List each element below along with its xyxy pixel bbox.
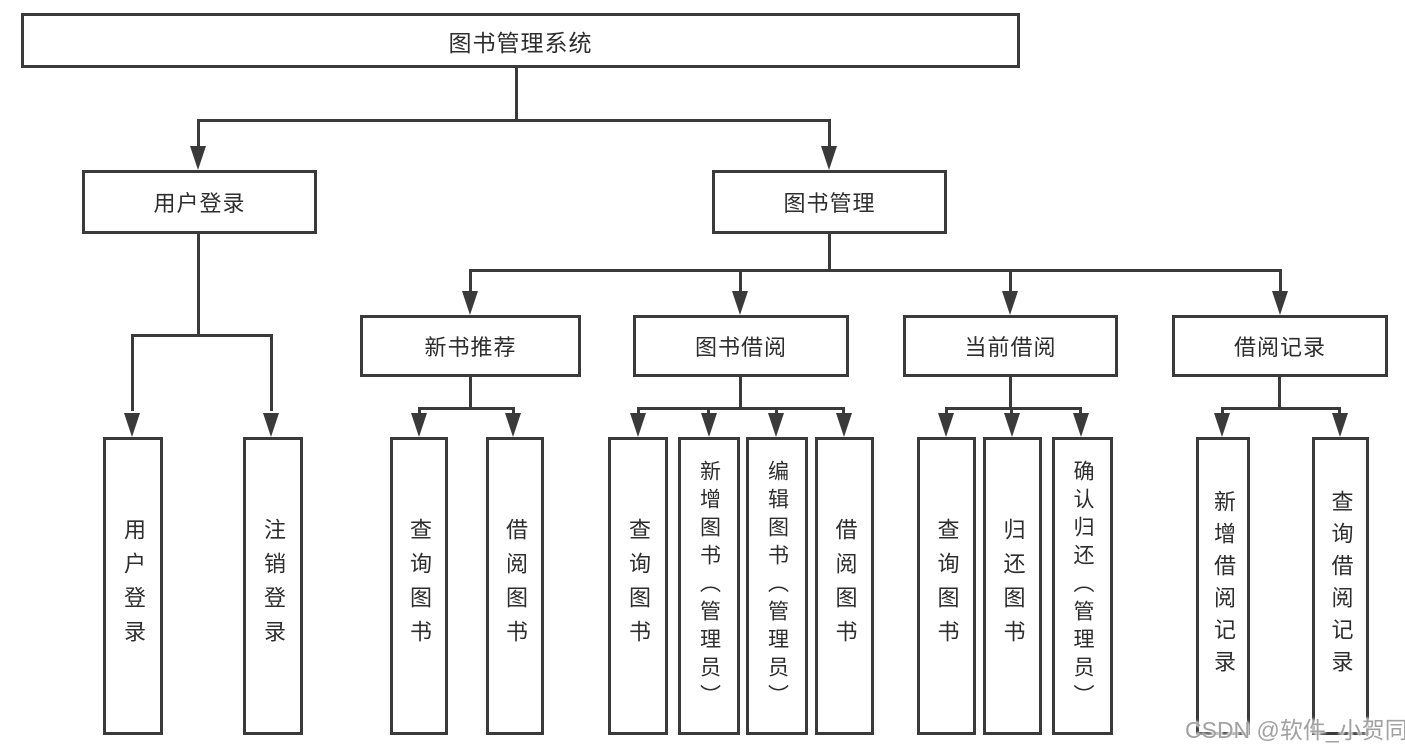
leaf-borrow-books-b-label: 借阅图书 <box>832 518 858 654</box>
leaf-return-books-label: 归还图书 <box>1000 518 1026 654</box>
connector-line <box>739 269 742 293</box>
arrow-down-icon <box>1214 413 1230 437</box>
leaf-user-login: 用户登录 <box>103 437 163 735</box>
leaf-query-books-c-label: 查询图书 <box>934 518 960 654</box>
arrow-down-icon <box>768 413 784 437</box>
leaf-query-books-b-label: 查询图书 <box>626 518 651 654</box>
connector-line <box>469 377 472 409</box>
leaf-query-books-b: 查询图书 <box>608 437 668 735</box>
connector-line <box>270 334 273 411</box>
arrow-down-icon <box>505 413 521 437</box>
connector-line <box>197 119 200 149</box>
connector-line <box>842 407 845 414</box>
connector-line <box>512 407 515 414</box>
connector-line <box>197 234 200 337</box>
arrow-down-icon <box>124 413 140 437</box>
arrow-down-icon <box>1004 413 1020 437</box>
leaf-add-borrow-record: 新增借阅记录 <box>1196 437 1250 735</box>
leaf-query-borrow-record: 查询借阅记录 <box>1312 437 1369 735</box>
arrow-down-icon <box>1002 291 1018 315</box>
node-new-book-recommend-label: 新书推荐 <box>424 335 517 360</box>
node-current-borrowing: 当前借阅 <box>903 315 1118 377</box>
arrow-down-icon <box>701 413 717 437</box>
leaf-edit-books-admin-label: 编辑图书（管理员） <box>765 460 789 712</box>
leaf-query-borrow-record-label: 查询借阅记录 <box>1328 490 1354 682</box>
connector-line <box>131 334 273 337</box>
leaf-borrow-books-b: 借阅图书 <box>815 437 874 735</box>
arrow-down-icon <box>938 413 954 437</box>
connector-line <box>739 377 742 409</box>
leaf-edit-books-admin: 编辑图书（管理员） <box>746 437 808 735</box>
leaf-borrow-books-a: 借阅图书 <box>486 437 544 735</box>
leaf-logout-label: 注销登录 <box>261 518 286 654</box>
node-new-book-recommend: 新书推荐 <box>360 315 581 377</box>
connector-line <box>1221 407 1341 410</box>
node-borrowing-records-label: 借阅记录 <box>1233 335 1326 360</box>
watermark-text: CSDN @软件_小贺同学 <box>1185 717 1405 743</box>
connector-line <box>1010 407 1013 414</box>
arrow-down-icon <box>821 146 837 170</box>
connector-line <box>469 269 1282 272</box>
connector-line <box>637 407 845 410</box>
connector-line <box>945 407 1082 410</box>
leaf-user-login-label: 用户登录 <box>121 518 146 654</box>
connector-line <box>1009 269 1012 293</box>
leaf-add-borrow-record-label: 新增借阅记录 <box>1211 490 1236 682</box>
arrow-down-icon <box>732 291 748 315</box>
connector-line <box>1278 377 1281 409</box>
node-book-management: 图书管理 <box>712 170 947 234</box>
arrow-down-icon <box>462 291 478 315</box>
arrow-down-icon <box>411 413 427 437</box>
arrow-down-icon <box>1332 413 1348 437</box>
leaf-query-books-a-label: 查询图书 <box>407 518 432 654</box>
connector-line <box>637 407 640 414</box>
connector-line <box>1009 377 1012 409</box>
node-current-borrowing-label: 当前借阅 <box>964 335 1057 360</box>
connector-line <box>1221 407 1224 414</box>
leaf-query-books-c: 查询图书 <box>917 437 976 735</box>
connector-line <box>418 407 421 414</box>
node-user-login: 用户登录 <box>82 170 317 234</box>
connector-line <box>828 119 831 149</box>
leaf-borrow-books-a-label: 借阅图书 <box>503 518 528 654</box>
connector-line <box>515 68 518 122</box>
leaf-confirm-return-admin-label: 确认归还（管理员） <box>1071 460 1094 712</box>
connector-line <box>1279 269 1282 293</box>
connector-line <box>1079 407 1082 414</box>
connector-line <box>707 407 710 414</box>
leaf-return-books: 归还图书 <box>983 437 1042 735</box>
connector-line <box>469 269 472 293</box>
leaf-logout: 注销登录 <box>243 437 303 735</box>
connector-line <box>828 234 831 272</box>
connector-line <box>945 407 948 414</box>
arrow-down-icon <box>630 413 646 437</box>
node-book-management-label: 图书管理 <box>783 191 876 216</box>
connector-line <box>131 334 134 411</box>
node-borrowing-records: 借阅记录 <box>1172 315 1388 377</box>
arrow-down-icon <box>263 413 279 437</box>
node-root: 图书管理系统 <box>21 13 1020 68</box>
node-book-borrowing: 图书借阅 <box>633 315 849 377</box>
connector-line <box>418 407 515 410</box>
node-user-login-label: 用户登录 <box>153 191 246 216</box>
leaf-add-books-admin: 新增图书（管理员） <box>678 437 740 735</box>
node-root-label: 图书管理系统 <box>448 29 593 56</box>
connector-line <box>197 119 831 122</box>
connector-line <box>775 407 778 414</box>
arrow-down-icon <box>1073 413 1089 437</box>
leaf-query-books-a: 查询图书 <box>390 437 448 735</box>
leaf-confirm-return-admin: 确认归还（管理员） <box>1052 437 1113 735</box>
connector-line <box>1338 407 1341 414</box>
arrow-down-icon <box>1272 291 1288 315</box>
arrow-down-icon <box>836 413 852 437</box>
node-book-borrowing-label: 图书借阅 <box>694 335 787 360</box>
leaf-add-books-admin-label: 新增图书（管理员） <box>697 460 721 712</box>
arrow-down-icon <box>190 146 206 170</box>
